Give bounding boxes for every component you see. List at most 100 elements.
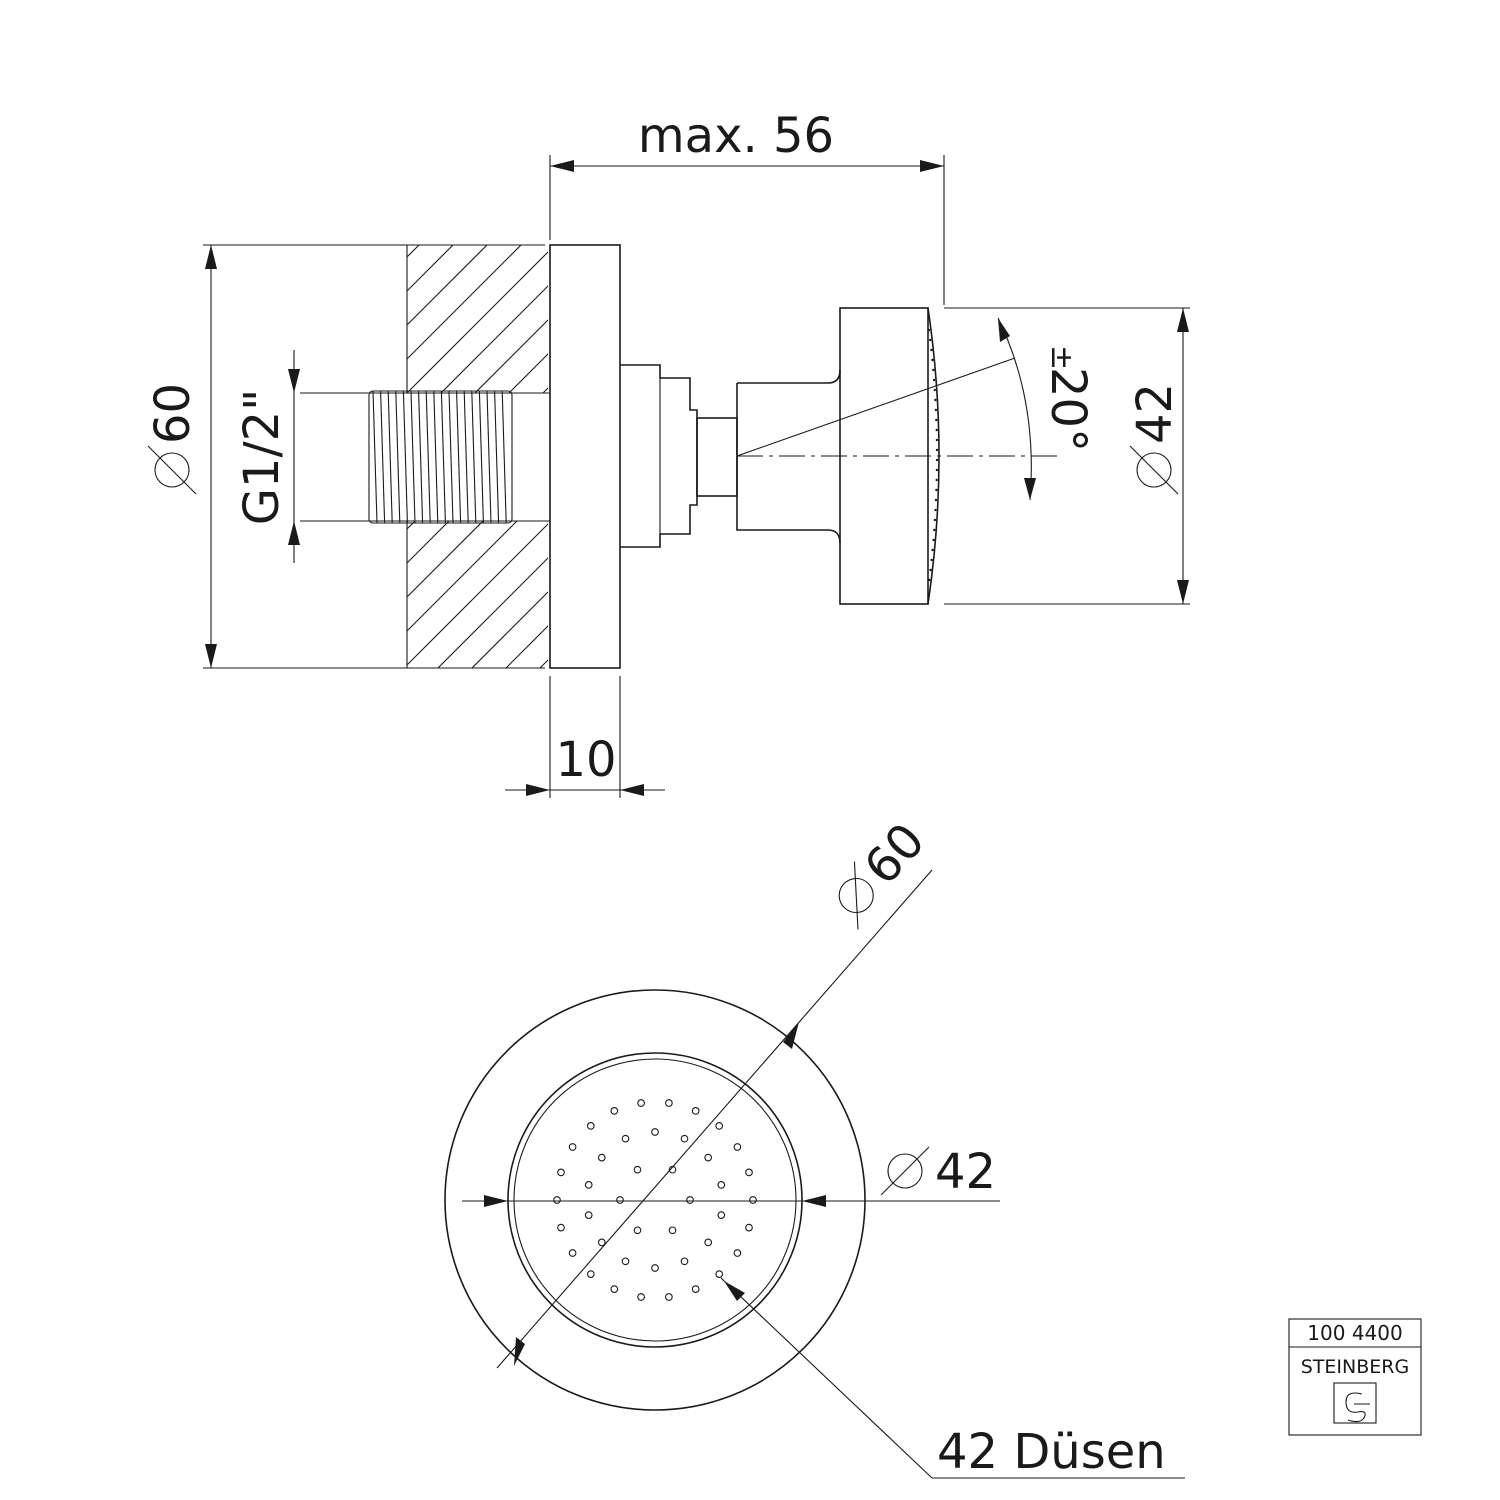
nozzle-holes [553,1099,757,1301]
thread-ridge [380,390,386,524]
nozzle-hole [715,1270,724,1278]
nozzle-dot [935,478,938,482]
diameter-symbol [154,452,190,488]
thread-ridge [440,390,446,524]
nozzle-hole [610,1285,619,1293]
nozzle-hole [637,1293,645,1301]
nozzle-dot [935,458,939,462]
nozzle-hole [584,1211,593,1219]
nozzle-hole [665,1099,673,1107]
nozzle-dot [931,358,934,362]
dim-flange-thickness: 10 [505,676,665,798]
hex-nut [620,364,698,548]
diameter-symbol [1136,452,1172,488]
nozzle-hole [680,1257,689,1266]
hatch-line [407,285,548,428]
thread-ridge [471,390,477,524]
dim-outer-diameter-label: 60 [854,813,936,896]
nozzle-hole [745,1168,753,1177]
nozzle-hole [733,1249,742,1257]
nozzle-label: 42 Düsen [937,1424,1166,1480]
nozzle-hole [616,1196,624,1204]
nozzle-hole [717,1211,726,1219]
nozzle-hole [568,1143,577,1151]
nozzle-dot [935,488,938,492]
nozzle-dot [935,448,939,452]
article-number: 100 4400 [1307,1321,1402,1345]
dim-head-diameter-label: 42 [1127,383,1183,444]
front-view: 60 42 42 Düsen [444,813,1185,1480]
nozzle-hole [651,1128,659,1136]
nozzle-hole [621,1134,630,1143]
nozzle-dot [930,348,933,352]
nozzle-hole [749,1196,757,1204]
thread-stub [300,390,550,524]
thread-ridge [418,390,424,524]
dim-head-diameter: 42 [944,307,1190,605]
nozzle-dot [930,558,933,562]
nozzle-hole [586,1270,595,1278]
nozzle-hole [633,1226,642,1235]
nozzle-dot [935,438,939,442]
diameter-symbol [838,877,874,914]
nozzle-dot [929,338,932,342]
thread-ridge [448,390,454,524]
dim-length: max. 56 [549,108,945,305]
dim-swivel-angle: ± 20° [997,317,1096,501]
nozzle-hole [597,1238,606,1247]
nozzle-dot [935,468,939,472]
nozzle-dot [934,498,938,502]
inner-head-circle [507,1052,803,1348]
nozzle-hole [610,1107,619,1115]
thread-ridge [478,390,484,524]
nozzle-hole [584,1181,593,1189]
dim-flange-diameter: 60 [145,244,545,669]
thread-ridge [486,390,492,524]
nozzle-dot [932,378,936,382]
dim-flange-thickness-label: 10 [555,732,616,788]
nozzle-dots-side [927,328,939,582]
nozzle-hole [557,1223,565,1232]
hatch-line [437,557,548,668]
thread-ridge [463,390,469,524]
diameter-symbol [887,1153,923,1189]
thread-ridge [433,390,439,524]
hatch-line [407,245,488,326]
dim-outer-diameter: 60 [496,813,936,1369]
nozzle-hole [633,1165,642,1174]
nozzle-dot [931,548,934,552]
nozzle-dot [933,528,936,532]
ball-joint [696,417,738,497]
nozzle-hole [745,1223,753,1232]
nozzle-hole [621,1257,630,1266]
swivel-line [736,357,1016,457]
nozzle-dot [934,398,937,402]
thread-ridge [395,390,401,524]
thread-ridge [372,390,378,524]
nozzle-hole [597,1153,606,1162]
nozzle-hole [665,1293,673,1301]
nozzle-dot [933,518,937,522]
nozzle-hole [651,1264,659,1272]
nozzle-hole [704,1238,713,1247]
dim-swivel-angle-sign: ± [1044,345,1079,370]
hatch-line [471,591,548,668]
nozzle-dot [929,568,932,572]
brand-name: STEINBERG [1301,1356,1409,1378]
dim-inner-diameter-label: 42 [935,1144,996,1200]
dim-thread: G1/2" [234,350,300,563]
side-view: max. 56 60 G1/2" [145,108,1190,798]
brand-logo-icon [1333,1382,1377,1424]
dim-inner-diameter: 42 [462,1144,1000,1207]
nozzle-dot [935,418,938,422]
nozzle-dot [928,578,931,582]
nozzle-hole [553,1196,561,1204]
dim-thread-label: G1/2" [234,389,290,526]
dim-swivel-angle-label: 20° [1040,367,1096,452]
nozzle-dot [927,328,931,332]
thread-ridge [410,390,416,524]
hatch-line [407,245,420,258]
thread-ridge [402,390,408,524]
nozzle-dot [932,538,935,542]
